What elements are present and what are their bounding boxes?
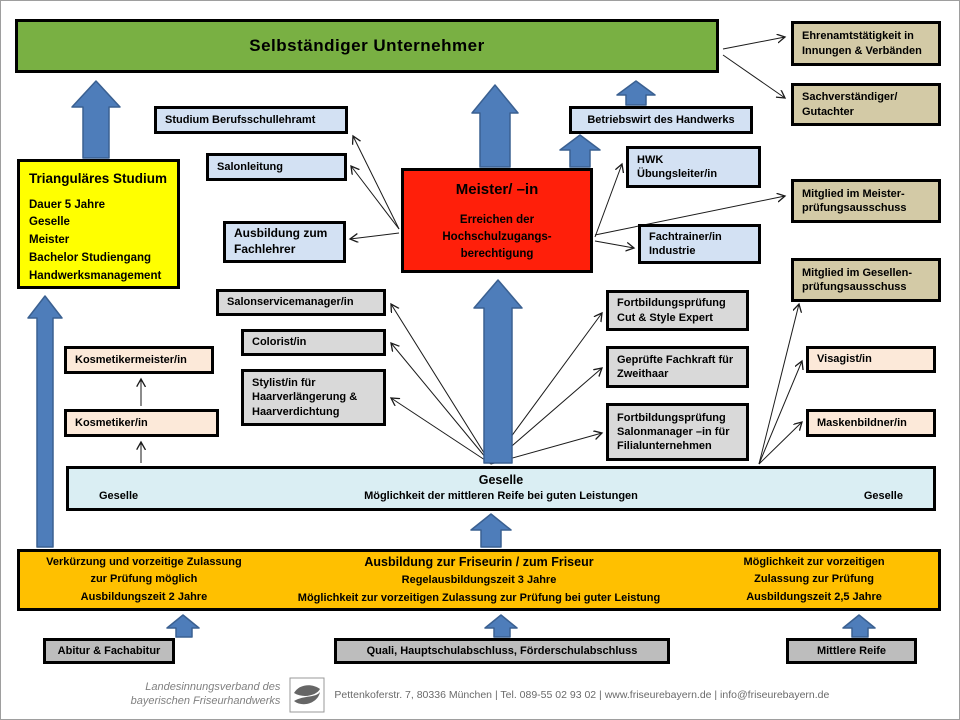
up-arrow xyxy=(71,80,121,159)
node-selbstaendiger-unternehmer: Selbständiger Unternehmer xyxy=(15,19,719,73)
up-arrow xyxy=(842,614,876,638)
up-arrow xyxy=(27,295,63,548)
node-geselle-band: Geselle Geselle Möglichkeit der mittlere… xyxy=(66,466,936,511)
node-abitur-fachabitur: Abitur & Fachabitur xyxy=(43,638,175,664)
node-salonleitung: Salonleitung xyxy=(206,153,347,181)
geselle-band-right: Geselle xyxy=(863,490,903,503)
node-betriebswirt-des-handwerks: Betriebswirt des Handwerks xyxy=(569,106,753,134)
node-ausbildung-fachlehrer: Ausbildung zum Fachlehrer xyxy=(223,221,346,263)
node-colorist: Colorist/in xyxy=(241,329,386,356)
node-fachkraft-zweithaar: Geprüfte Fachkraft für Zweithaar xyxy=(606,346,749,388)
node-mitglied-meisterpruefungsausschuss: Mitglied im Meister- prüfungsausschuss xyxy=(791,179,941,223)
ausbildung-band-center-body: Regelausbildungszeit 3 Jahre Möglichkeit… xyxy=(297,574,661,604)
node-visagist: Visagist/in xyxy=(806,346,936,373)
node-hwk-uebungsleiter: HWK Übungsleiter/in xyxy=(626,146,761,188)
triangulaeres-body: Dauer 5 Jahre Geselle Meister Bachelor S… xyxy=(29,198,162,282)
node-kosmetikermeister: Kosmetikermeister/in xyxy=(64,346,214,374)
up-arrow xyxy=(484,614,518,638)
footer: Landesinnungsverband des bayerischen Fri… xyxy=(1,677,959,713)
node-quali-hauptschulabschluss: Quali, Hauptschulabschluss, Förderschula… xyxy=(334,638,670,664)
friseure-wave-logo-icon xyxy=(289,677,325,713)
node-mittlere-reife: Mittlere Reife xyxy=(786,638,917,664)
meister-body: Erreichen der Hochschulzugangs- berechti… xyxy=(442,213,552,261)
node-triangulaeres-studium: Trianguläres Studium Dauer 5 Jahre Gesel… xyxy=(17,159,180,289)
ausbildung-band-left: Verkürzung und vorzeitige Zulassung zur … xyxy=(46,555,242,603)
node-salonservicemanager: Salonservicemanager/in xyxy=(216,289,386,316)
node-fortbildung-cut-style: Fortbildungsprüfung Cut & Style Expert xyxy=(606,290,749,331)
geselle-band-title: Geselle xyxy=(478,473,524,487)
node-fortbildung-salonmanager: Fortbildungsprüfung Salonmanager –in für… xyxy=(606,403,749,461)
geselle-band-center: Möglichkeit der mittleren Reife bei gute… xyxy=(364,490,638,503)
up-arrow xyxy=(166,614,200,638)
triangulaeres-title: Trianguläres Studium xyxy=(29,171,168,186)
node-fachtrainer-industrie: Fachtrainer/in Industrie xyxy=(638,224,761,264)
node-meister: Meister/ –in Erreichen der Hochschulzuga… xyxy=(401,168,593,273)
footer-org-name: Landesinnungsverband des bayerischen Fri… xyxy=(130,681,281,707)
meister-title: Meister/ –in xyxy=(455,181,539,198)
up-arrow xyxy=(473,279,523,464)
node-sachverstaendiger-gutachter: Sachverständiger/ Gutachter xyxy=(791,83,941,126)
up-arrow xyxy=(470,513,512,548)
up-arrow xyxy=(616,80,656,106)
node-ehrenamtstaetigkeit: Ehrenamtstätigkeit in Innungen & Verbänd… xyxy=(791,21,941,66)
node-stylist-haarverlaengerung: Stylist/in für Haarverlängerung & Haarve… xyxy=(241,369,386,426)
node-maskenbildner: Maskenbildner/in xyxy=(806,409,936,437)
node-studium-berufsschullehramt: Studium Berufsschullehramt xyxy=(154,106,348,134)
up-arrow xyxy=(471,84,519,168)
ausbildung-band-right: Möglichkeit zur vorzeitigen Zulassung zu… xyxy=(743,555,885,603)
footer-address: Pettenkoferstr. 7, 80336 München | Tel. … xyxy=(334,689,830,701)
geselle-band-left: Geselle xyxy=(99,490,139,503)
node-ausbildung-band: Verkürzung und vorzeitige Zulassung zur … xyxy=(17,549,941,611)
up-arrow xyxy=(559,134,601,168)
ausbildung-band-center-title: Ausbildung zur Friseurin / zum Friseur xyxy=(364,555,594,570)
node-kosmetiker: Kosmetiker/in xyxy=(64,409,219,437)
node-mitglied-gesellenpruefungsausschuss: Mitglied im Gesellen- prüfungsausschuss xyxy=(791,258,941,302)
